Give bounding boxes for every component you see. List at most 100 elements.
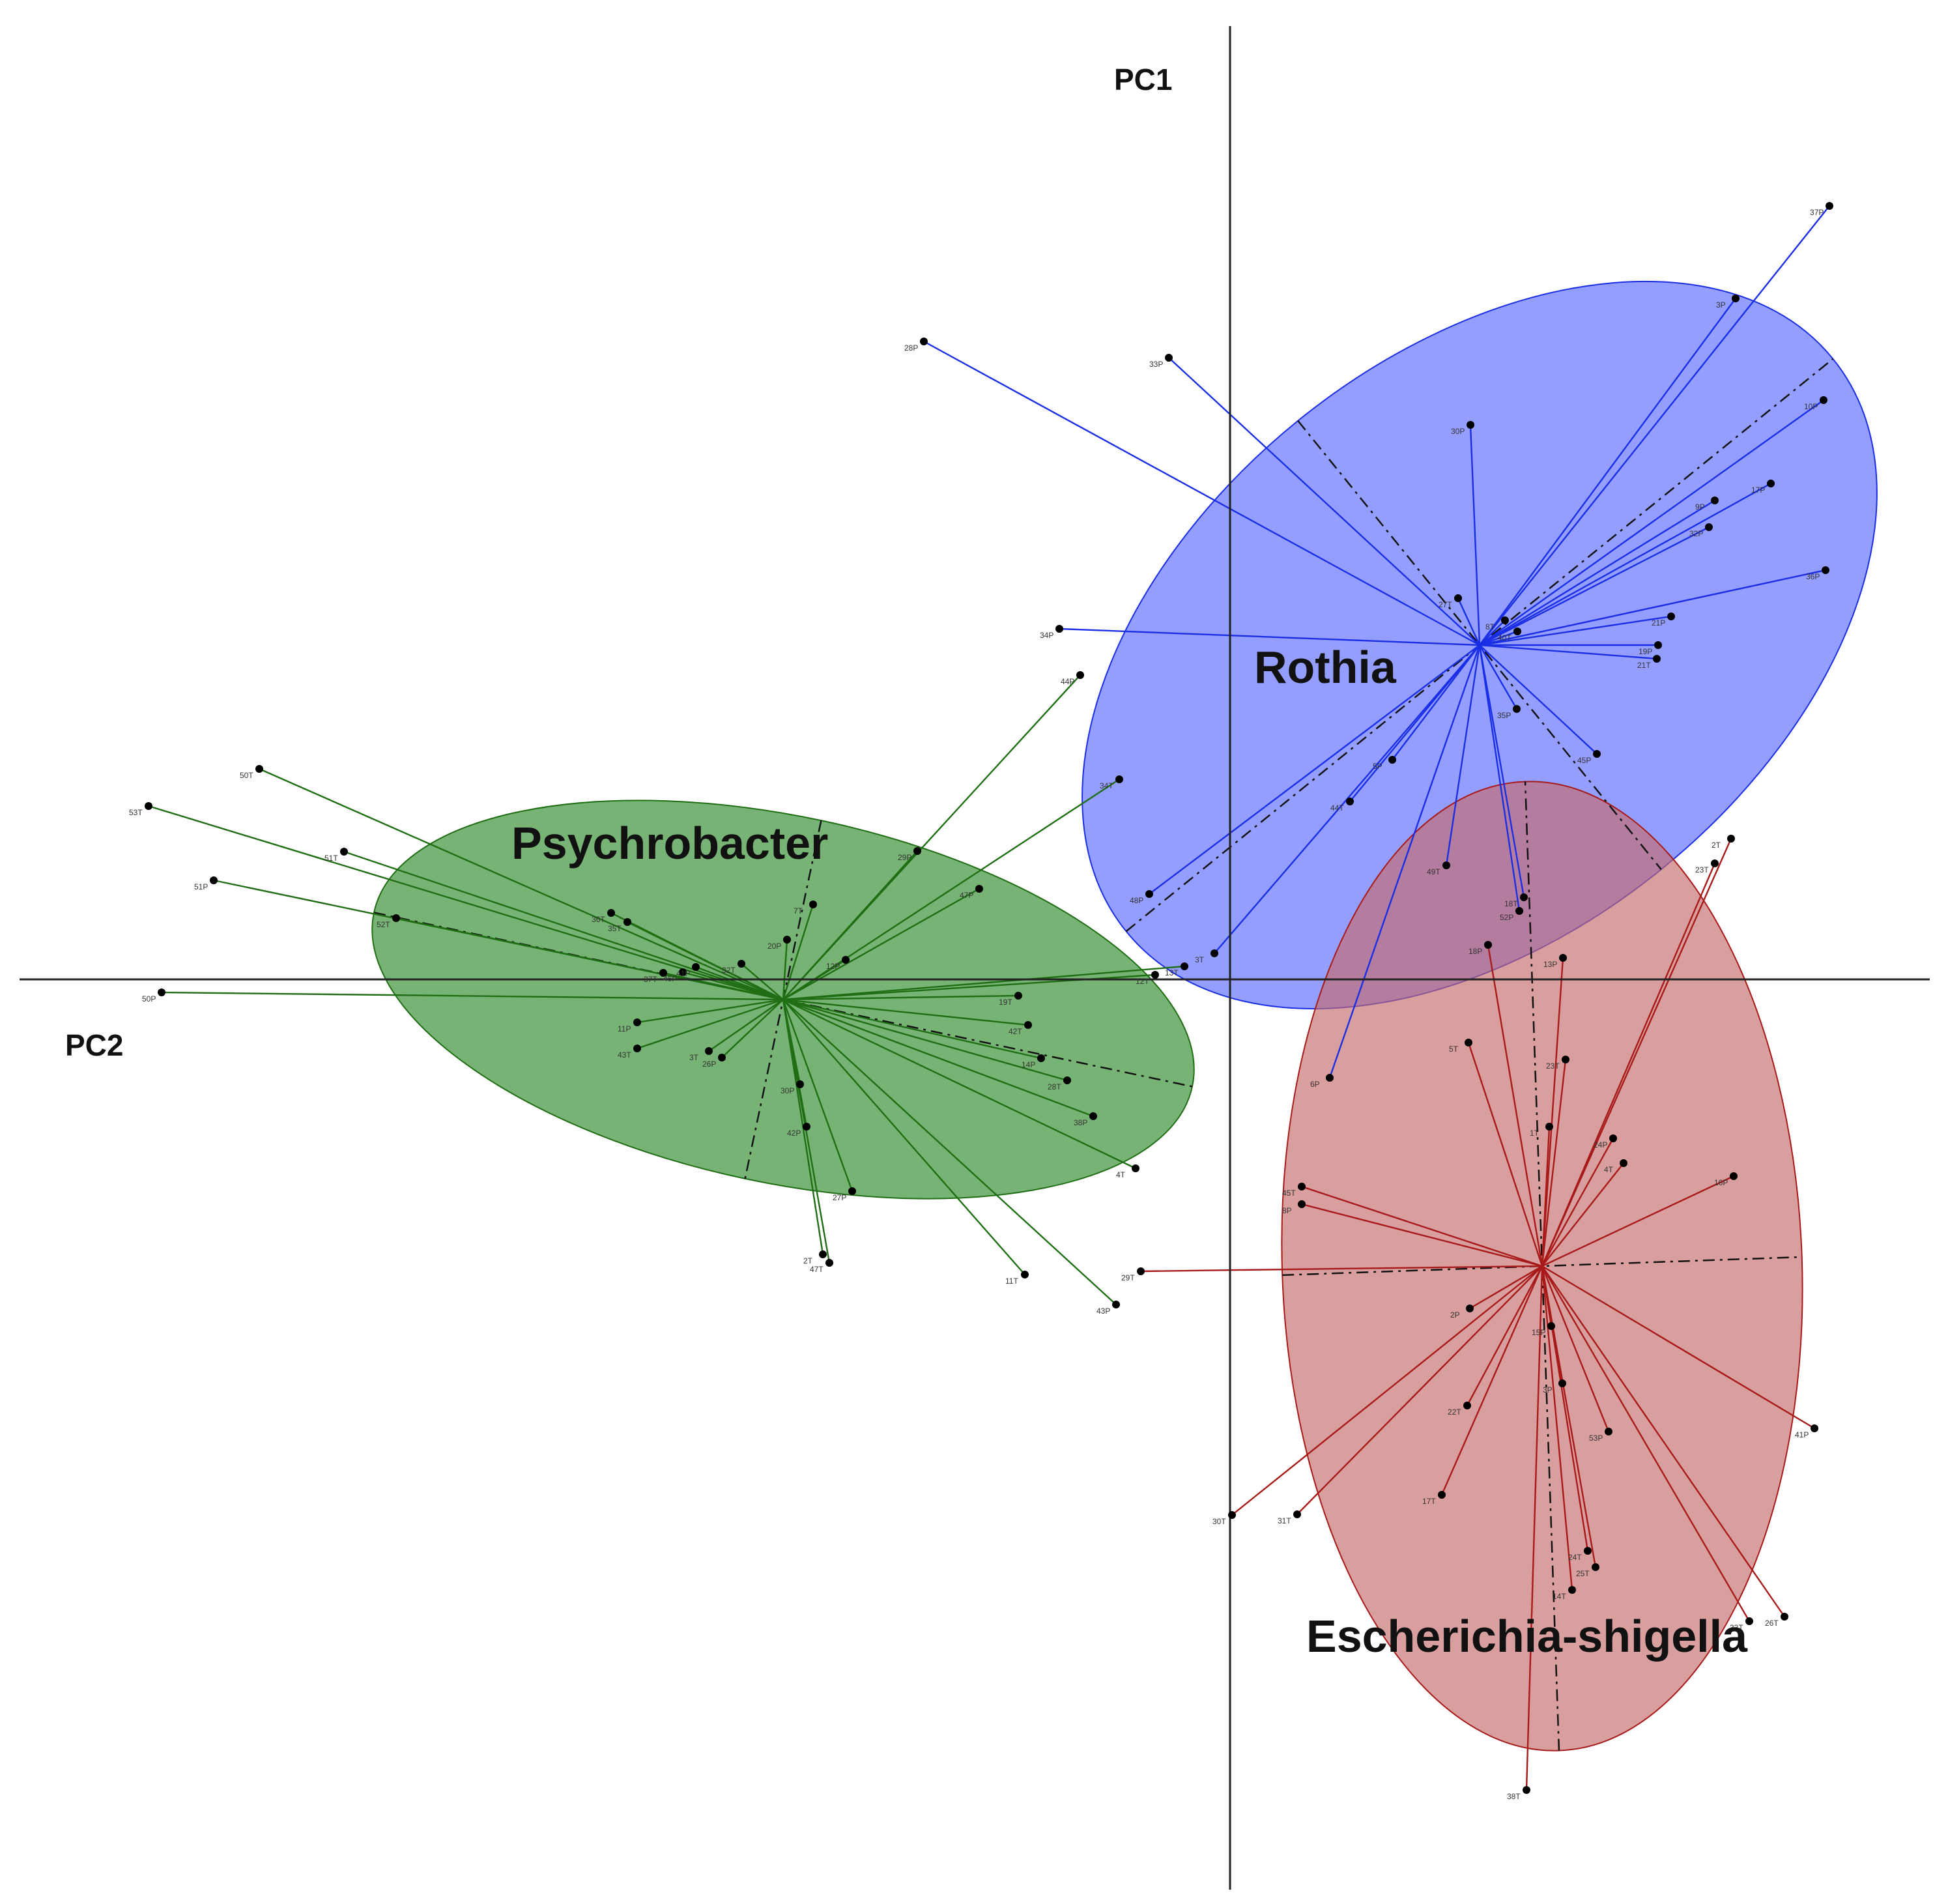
- psychrobacter-spoke: [782, 998, 1042, 1060]
- psychrobacter-spoke: [782, 998, 1094, 1118]
- escherichia-shigella-point-label: 2T: [1712, 841, 1721, 850]
- escherichia-shigella-point-label: 13P: [1543, 960, 1557, 969]
- escherichia-shigella-spoke: [1467, 1042, 1543, 1267]
- psychrobacter-point: [607, 909, 615, 917]
- rothia-point: [1055, 625, 1063, 633]
- rothia-point: [1654, 641, 1662, 649]
- escherichia-shigella-point-label: 30T: [1212, 1517, 1226, 1526]
- psychrobacter-point-label: 20P: [767, 942, 781, 951]
- rothia-point: [1326, 1074, 1334, 1082]
- rothia-point: [1732, 295, 1740, 302]
- psychrobacter-point-label: 14P: [1022, 1060, 1035, 1069]
- escherichia-shigella-point: [1559, 954, 1567, 962]
- escherichia-shigella-point-label: 45T: [1282, 1189, 1296, 1198]
- escherichia-shigella-spoke: [1541, 1126, 1551, 1267]
- escherichia-shigella-spoke: [1541, 1162, 1624, 1267]
- rothia-point: [1145, 890, 1153, 898]
- escherichia-shigella-point-label: 18P: [1468, 947, 1482, 956]
- rothia-point-label: 17P: [1751, 485, 1765, 495]
- psychrobacter-point: [692, 963, 700, 971]
- psychrobacter-point-label: 37T: [644, 975, 657, 984]
- psychrobacter-point: [1181, 962, 1188, 970]
- escherichia-shigella-point: [1463, 1402, 1471, 1409]
- psychrobacter-point-label: 41P: [676, 969, 690, 978]
- rothia-point-label: 36P: [1806, 572, 1820, 581]
- psychrobacter-point: [679, 968, 687, 976]
- rothia-point-label: 34P: [1040, 631, 1053, 640]
- rothia-point-label: 45P: [1577, 756, 1591, 765]
- escherichia-shigella-point: [1466, 1305, 1474, 1312]
- psychrobacter-point-label: 38P: [1074, 1118, 1087, 1127]
- psychrobacter-point-label: 50P: [142, 994, 156, 1003]
- escherichia-shigella-point-label: 38T: [1507, 1792, 1521, 1801]
- rothia-spoke: [1479, 644, 1657, 660]
- escherichia-shigella-point-label: 53P: [1589, 1434, 1603, 1443]
- escherichia-shigella-point: [1562, 1056, 1569, 1063]
- escherichia-shigella-spoke: [1541, 957, 1564, 1267]
- escherichia-shigella-point-label: 41P: [1795, 1430, 1809, 1439]
- psychrobacter-point-label: 3T: [689, 1053, 699, 1062]
- escherichia-shigella-point-label: 31T: [1278, 1516, 1291, 1525]
- escherichia-shigella-point-label: 17T: [1422, 1497, 1436, 1506]
- psychrobacter-point-label: 34T: [1100, 781, 1113, 790]
- psychrobacter-point-label: 43P: [1096, 1306, 1110, 1316]
- psychrobacter-major-axis: [373, 912, 1193, 1088]
- escherichia-shigella-spoke: [1231, 1265, 1543, 1516]
- rothia-point-label: 32P: [1689, 529, 1703, 538]
- escherichia-shigella-point: [1523, 1786, 1530, 1794]
- rothia-point-label: 21T: [1637, 661, 1651, 670]
- pc1-axis-title: PC1: [1114, 63, 1172, 96]
- rothia-spoke: [1392, 644, 1480, 760]
- psychrobacter-point: [633, 1045, 641, 1052]
- psychrobacter-spoke: [782, 998, 1136, 1170]
- psychrobacter-point-label: 11T: [1005, 1277, 1018, 1286]
- psychrobacter-point-label: 35T: [608, 924, 622, 933]
- psychrobacter-point: [1132, 1164, 1139, 1172]
- psychrobacter-group-label: Psychrobacter: [511, 818, 828, 869]
- group-spokes: [148, 205, 1830, 1791]
- rothia-spoke: [1328, 644, 1481, 1078]
- psychrobacter-spoke: [782, 939, 788, 1000]
- escherichia-shigella-point: [1609, 1134, 1617, 1142]
- psychrobacter-point-label: 4T: [1116, 1170, 1126, 1179]
- escherichia-shigella-point: [1293, 1510, 1301, 1518]
- escherichia-shigella-point: [1711, 859, 1719, 867]
- psychrobacter-point: [255, 765, 263, 773]
- escherichia-shigella-spoke: [1469, 1265, 1543, 1310]
- psychrobacter-spoke: [259, 768, 784, 1001]
- psychrobacter-spoke: [782, 904, 814, 1000]
- escherichia-shigella-spoke: [1541, 1059, 1567, 1267]
- rothia-point-label: 27T: [1439, 600, 1452, 609]
- rothia-point: [1388, 756, 1396, 764]
- psychrobacter-point-label: 43T: [618, 1050, 631, 1060]
- escherichia-shigella-point: [1745, 1617, 1753, 1625]
- psychrobacter-point: [633, 1018, 641, 1026]
- rothia-spoke: [1479, 482, 1771, 646]
- escherichia-shigella-point: [1727, 835, 1735, 843]
- escherichia-shigella-spoke: [1466, 1265, 1543, 1406]
- psychrobacter-point: [913, 847, 921, 855]
- psychrobacter-spoke: [782, 998, 1029, 1026]
- escherichia-shigella-point-label: 16P: [1714, 1178, 1728, 1187]
- psychrobacter-point-label: 30P: [781, 1086, 794, 1095]
- rothia-point-label: 19P: [1639, 647, 1652, 656]
- rothia-point-label: 33P: [1149, 360, 1163, 369]
- rothia-point-label: 6P: [1310, 1080, 1320, 1089]
- psychrobacter-point: [848, 1187, 856, 1195]
- psychrobacter-point-label: 42T: [1009, 1027, 1022, 1036]
- escherichia-shigella-point-label: 26T: [1765, 1619, 1779, 1628]
- escherichia-shigella-spoke: [1296, 1265, 1543, 1515]
- psychrobacter-point-label: 52T: [377, 920, 390, 929]
- rothia-point: [1513, 627, 1521, 635]
- escherichia-shigella-point: [1558, 1379, 1566, 1387]
- escherichia-shigella-group-label: Escherichia-shigella: [1306, 1611, 1748, 1662]
- rothia-spoke: [1479, 499, 1715, 646]
- rothia-point: [1467, 421, 1474, 429]
- rothia-point-label: 48P: [1130, 896, 1143, 905]
- escherichia-shigella-point: [1781, 1613, 1788, 1621]
- rothia-point: [1705, 523, 1713, 531]
- psychrobacter-point-label: 32T: [722, 966, 736, 975]
- rothia-spoke: [923, 340, 1480, 646]
- psychrobacter-point: [1112, 1301, 1120, 1308]
- escherichia-shigella-point: [1484, 941, 1492, 949]
